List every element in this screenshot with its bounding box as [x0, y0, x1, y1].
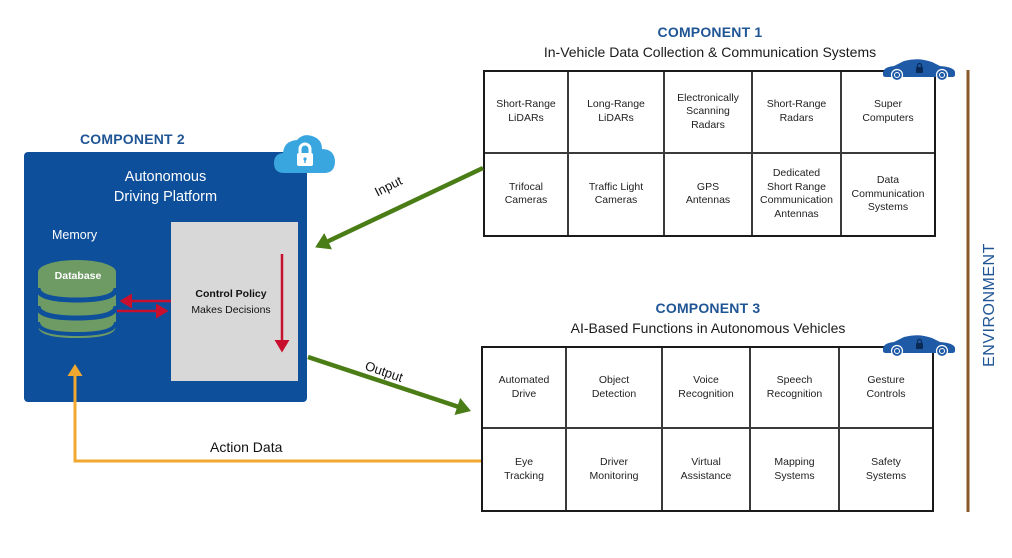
component3-title: AI-Based Functions in Autonomous Vehicle…	[570, 320, 846, 336]
component3-label: COMPONENT 3	[655, 300, 761, 316]
component1-cell: Electronically Scanning Radars	[665, 72, 753, 154]
memory-label: Memory	[52, 228, 98, 242]
database-label: Database	[54, 270, 102, 282]
component3-cell: Driver Monitoring	[567, 429, 663, 510]
car-lock-icon	[883, 59, 955, 82]
component3-cell: Virtual Assistance	[663, 429, 751, 510]
component1-cell: Trifocal Cameras	[485, 153, 569, 235]
control-policy-text: Control Policy Makes Decisions	[171, 286, 291, 318]
component3-cell: Gesture Controls	[840, 348, 932, 429]
component1-cell: Short-Range LiDARs	[485, 72, 569, 154]
control-policy-box	[171, 222, 298, 381]
component1-cell: GPS Antennas	[665, 153, 753, 235]
output-arrow	[307, 354, 471, 416]
component3-cell: Automated Drive	[483, 348, 567, 429]
component3-cell: Speech Recognition	[751, 348, 840, 429]
component1-title: In-Vehicle Data Collection & Communicati…	[543, 44, 877, 60]
component1-cell: Data Communication Systems	[851, 174, 925, 213]
environment-label-container: ENVIRONMENT	[970, 220, 1010, 390]
input-arrow	[315, 165, 484, 250]
database-icon	[36, 260, 118, 338]
control-policy-subtitle: Makes Decisions	[191, 304, 271, 316]
control-policy-title: Control Policy	[195, 288, 267, 300]
component3-cell: Mapping Systems	[751, 429, 840, 510]
action-data-label: Action Data	[210, 439, 283, 455]
component3-cell: Voice Recognition	[663, 348, 751, 429]
component1-cell: Short-Range Radars	[753, 72, 842, 154]
environment-label: ENVIRONMENT	[981, 243, 998, 367]
component1-cell: Dedicated Short Range Communication Ante…	[753, 153, 842, 235]
car-lock-icon	[883, 335, 955, 358]
action-data-arrow	[67, 364, 481, 463]
component1-cell: Super Computers	[842, 72, 934, 154]
platform-title: Autonomous Driving Platform	[113, 169, 218, 205]
cloud-lock-icon	[274, 135, 335, 173]
component2-label: COMPONENT 2	[80, 131, 185, 147]
component1-cell: Long-Range LiDARs	[569, 72, 665, 154]
component1-cell: Traffic Light Cameras	[569, 153, 665, 235]
component3-cell: Object Detection	[567, 348, 663, 429]
component1-label: COMPONENT 1	[657, 24, 763, 40]
component3-cell: Safety Systems	[865, 456, 907, 482]
component3-cell: Eye Tracking	[483, 429, 567, 510]
